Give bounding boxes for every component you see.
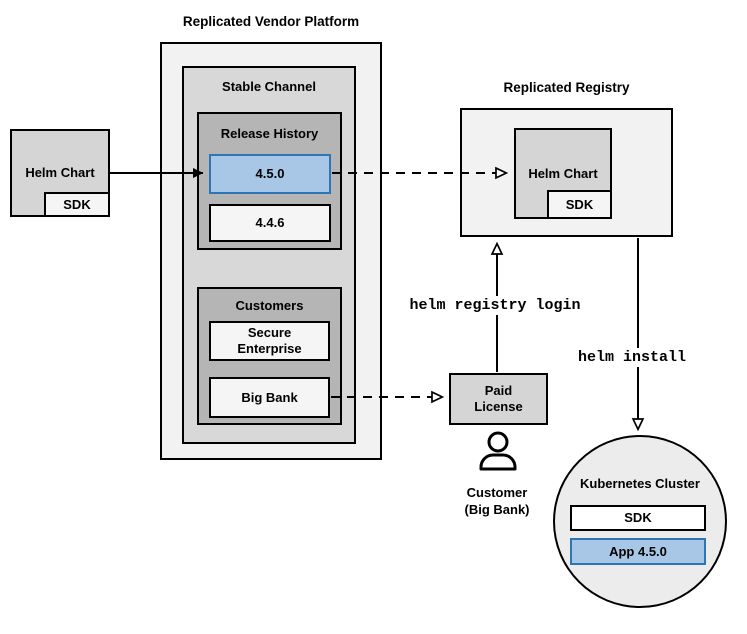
paid-license-label: Paid License	[474, 383, 523, 414]
source-sdk-box: SDK	[44, 192, 110, 217]
release-446-box: 4.4.6	[209, 204, 331, 242]
cluster-sdk-box: SDK	[570, 505, 706, 531]
customer-caption-name: Customer	[466, 485, 528, 500]
release-history-title: Release History	[220, 126, 319, 141]
release-450-label: 4.5.0	[255, 166, 285, 181]
release-446-label: 4.4.6	[255, 215, 285, 230]
customer-secure-enterprise-box: Secure Enterprise	[209, 321, 330, 361]
customer-big-bank-box: Big Bank	[209, 377, 330, 418]
vendor-platform-title: Replicated Vendor Platform	[182, 14, 360, 29]
source-sdk-label: SDK	[63, 196, 91, 212]
helm-registry-login-label: helm registry login	[395, 296, 595, 315]
cluster-app-box: App 4.5.0	[570, 538, 706, 565]
customer-caption-company: (Big Bank)	[464, 502, 530, 517]
person-head-icon	[487, 431, 509, 453]
person-body-icon	[479, 453, 517, 471]
customer-secure-enterprise-label: Secure Enterprise	[237, 325, 302, 356]
release-450-box: 4.5.0	[209, 154, 331, 194]
helm-install-label: helm install	[552, 348, 712, 367]
registry-title: Replicated Registry	[503, 80, 630, 95]
paid-license-box: Paid License	[449, 373, 548, 425]
customer-person-icon	[479, 431, 517, 471]
cluster-app-label: App 4.5.0	[609, 543, 667, 559]
customers-title: Customers	[235, 298, 304, 313]
registry-sdk-label: SDK	[565, 196, 594, 212]
registry-helm-chart-label: Helm Chart	[528, 165, 598, 181]
stable-channel-title: Stable Channel	[222, 79, 316, 94]
cluster-sdk-label: SDK	[624, 510, 652, 525]
kubernetes-cluster-title: Kubernetes Cluster	[580, 476, 700, 491]
customer-big-bank-label: Big Bank	[241, 389, 298, 405]
registry-sdk-box: SDK	[547, 190, 612, 219]
customer-caption: Customer (Big Bank)	[447, 484, 547, 518]
source-helm-chart-label: Helm Chart	[25, 165, 95, 180]
